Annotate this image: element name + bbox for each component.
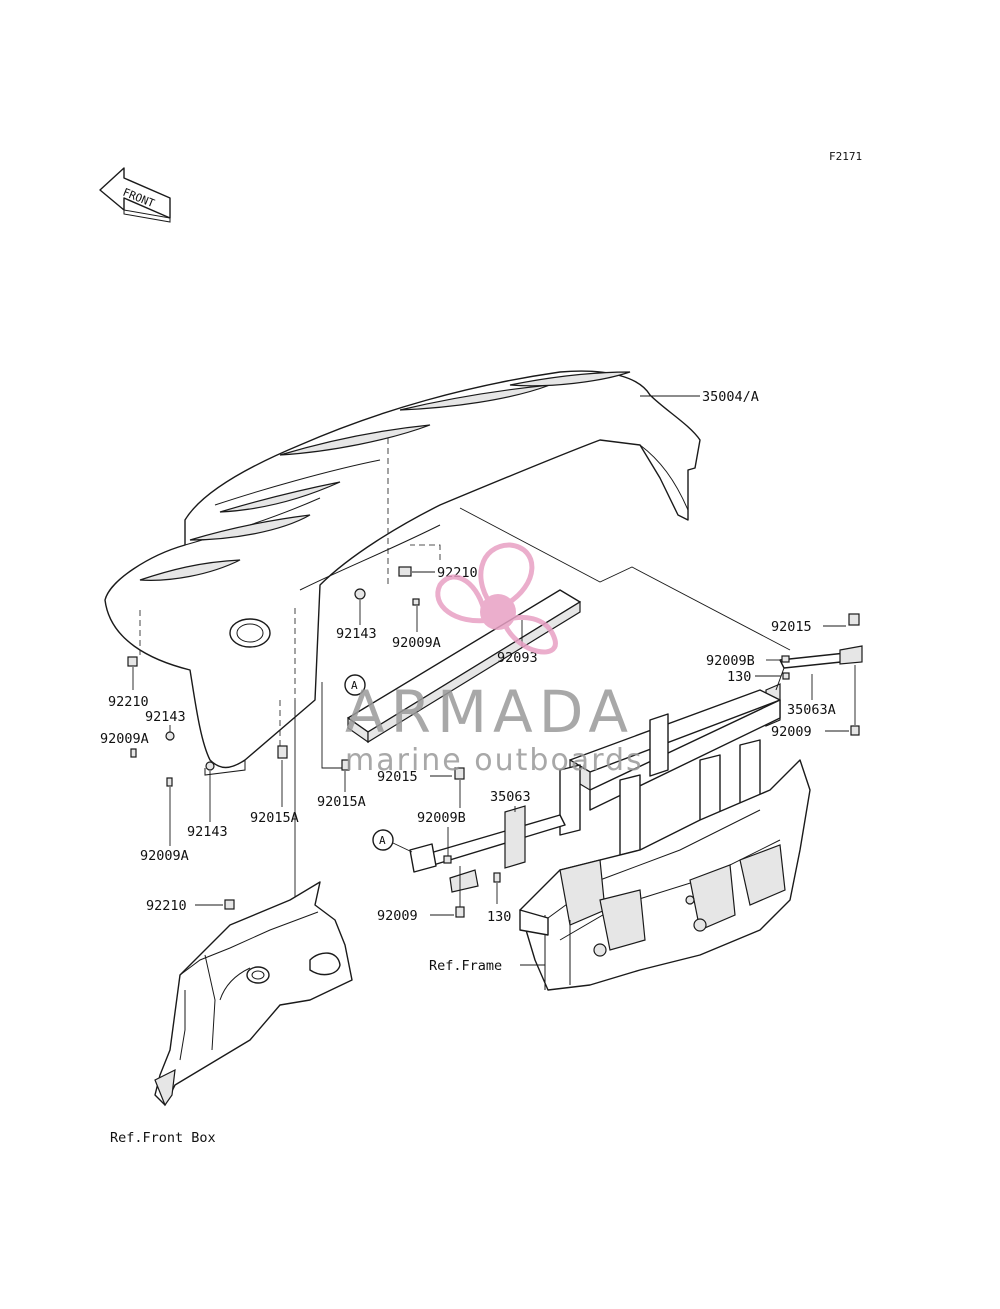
watermark: ARMADA marine outboards: [345, 542, 644, 778]
label-92009A-top: 92009A: [392, 635, 441, 651]
frame: [519, 689, 811, 991]
collar-mid: [341, 759, 350, 771]
collar-right-top: [848, 613, 860, 626]
washer-left-a: [165, 731, 175, 741]
front-arrow-icon: FRONT: [99, 167, 171, 223]
label-92015A-left: 92015A: [250, 810, 299, 826]
watermark-brand: ARMADA: [345, 678, 634, 746]
propeller-logo-icon: [435, 542, 558, 655]
watermark-tagline: marine outboards: [345, 743, 644, 778]
clamp-top: [398, 566, 412, 577]
bolt-center-b: [443, 855, 452, 864]
label-130-center: 130: [487, 909, 511, 925]
label-92143-top: 92143: [336, 626, 377, 642]
bolt-top: [412, 598, 420, 606]
washer-left-b: [205, 761, 215, 771]
label-92009-right: 92009: [771, 724, 812, 740]
bolt-right-130: [782, 672, 790, 680]
label-92015A-mid: 92015A: [317, 794, 366, 810]
washer-top: [354, 588, 366, 600]
collar-center: [454, 767, 465, 780]
callout-a-upper-letter: A: [351, 679, 358, 692]
bolt-right-bottom: [850, 725, 860, 736]
callout-a-lower: [372, 829, 394, 851]
stay-center: [409, 805, 566, 893]
label-35063: 35063: [490, 789, 531, 805]
bolt-center-bottom: [455, 906, 465, 918]
clamp-left: [127, 656, 138, 667]
label-92210-left: 92210: [108, 694, 149, 710]
bolt-left-b: [166, 777, 173, 787]
callout-a-upper: [344, 674, 366, 696]
label-35063A: 35063A: [787, 702, 836, 718]
label-92009B-right: 92009B: [706, 653, 755, 669]
figure-code: F2171: [829, 150, 862, 163]
bolt-center-130: [493, 872, 501, 883]
callout-a-lower-letter: A: [379, 834, 386, 847]
label-92009-center: 92009: [377, 908, 418, 924]
label-92093: 92093: [497, 650, 538, 666]
label-35004A: 35004/A: [702, 389, 759, 405]
label-130-right: 130: [727, 669, 751, 685]
bolt-left-a: [130, 748, 137, 758]
collar-left: [277, 745, 288, 759]
label-92009A-left-a: 92009A: [100, 731, 149, 747]
label-92015-center: 92015: [377, 769, 418, 785]
label-92009B-center: 92009B: [417, 810, 466, 826]
label-92015-right: 92015: [771, 619, 812, 635]
label-ref-frame: Ref.Frame: [429, 958, 502, 974]
label-92143-left-b: 92143: [187, 824, 228, 840]
label-ref-front-box: Ref.Front Box: [110, 1130, 216, 1146]
clamp-lower: [224, 899, 235, 910]
label-92009A-left-b: 92009A: [140, 848, 189, 864]
front-box: [154, 881, 353, 1107]
rear-fender: [104, 370, 701, 776]
bolt-right-b: [781, 655, 790, 663]
label-92210-lower: 92210: [146, 898, 187, 914]
label-92143-left-a: 92143: [145, 709, 186, 725]
